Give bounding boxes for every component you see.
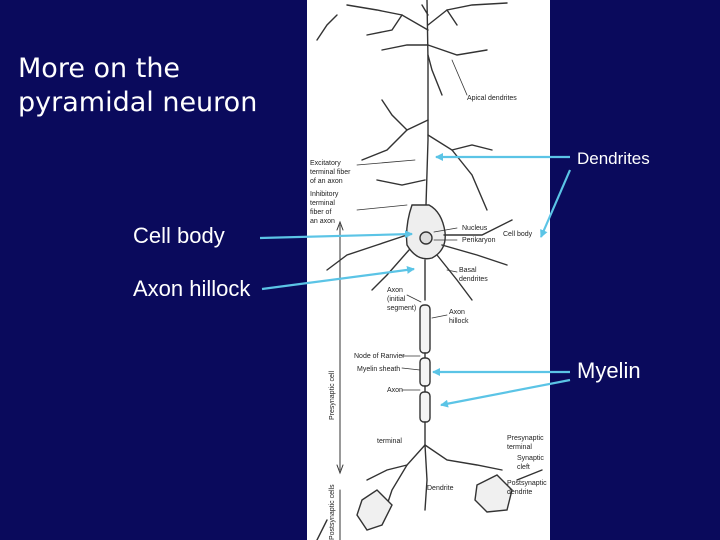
label-axon: Axon: [387, 387, 403, 394]
label-synaptic-cleft-1: Synaptic: [517, 455, 544, 462]
label-axon-hillock-2: hillock: [449, 318, 469, 325]
label-presynaptic-terminal-2: terminal: [507, 444, 532, 451]
slide-title: More on the pyramidal neuron: [18, 53, 258, 118]
label-synaptic-cleft-2: cleft: [517, 464, 530, 471]
annotation-dendrites: Dendrites: [577, 149, 650, 168]
label-apical-dendrites: Apical dendrites: [467, 95, 517, 102]
arrow-axon-hillock: [261, 265, 415, 291]
label-axon-initial-2: (initial: [387, 296, 406, 303]
label-node-of-ranvier: Node of Ranvier: [354, 353, 405, 360]
label-excitatory-1: Excitatory: [310, 160, 341, 167]
label-basal-1: Basal: [459, 267, 477, 274]
label-cell-body: Cell body: [503, 231, 533, 238]
arrow-myelin-2: [440, 378, 571, 408]
label-nucleus: Nucleus: [462, 225, 488, 232]
annotation-axon-hillock: Axon hillock: [133, 276, 251, 301]
arrow-cell-body: [259, 230, 413, 240]
label-postsynaptic-dendrite-1: Postsynaptic: [507, 480, 547, 487]
neuron-drawing: Apical dendrites Excitatory terminal fib…: [310, 0, 547, 540]
label-axon-hillock-1: Axon: [449, 309, 465, 316]
label-postsynaptic-cells: Postsynaptic cells: [329, 484, 336, 540]
neuron-diagram: Apical dendrites Excitatory terminal fib…: [307, 0, 550, 540]
annotation-myelin: Myelin: [577, 358, 641, 383]
label-dendrite: Dendrite: [427, 485, 454, 492]
label-presynaptic-cell: Presynaptic cell: [329, 371, 336, 420]
label-inhibitory-2: terminal: [310, 200, 335, 207]
arrow-dendrites-2: [539, 169, 572, 238]
label-myelin-sheath: Myelin sheath: [357, 366, 400, 373]
label-axon-initial-1: Axon: [387, 287, 403, 294]
label-presynaptic-terminal-1: Presynaptic: [507, 435, 544, 442]
label-inhibitory-1: Inhibitory: [310, 191, 339, 198]
label-excitatory-3: of an axon: [310, 178, 343, 185]
label-basal-2: dendrites: [459, 276, 488, 283]
label-inhibitory-4: an axon: [310, 218, 335, 225]
label-perikaryon: Perikaryon: [462, 237, 496, 244]
label-axon-initial-3: segment): [387, 305, 416, 312]
label-terminal: terminal: [377, 438, 402, 445]
annotation-cell-body: Cell body: [133, 223, 225, 248]
label-excitatory-2: terminal fiber: [310, 169, 351, 176]
label-inhibitory-3: fiber of: [310, 209, 331, 216]
label-postsynaptic-dendrite-2: dendrite: [507, 489, 532, 496]
